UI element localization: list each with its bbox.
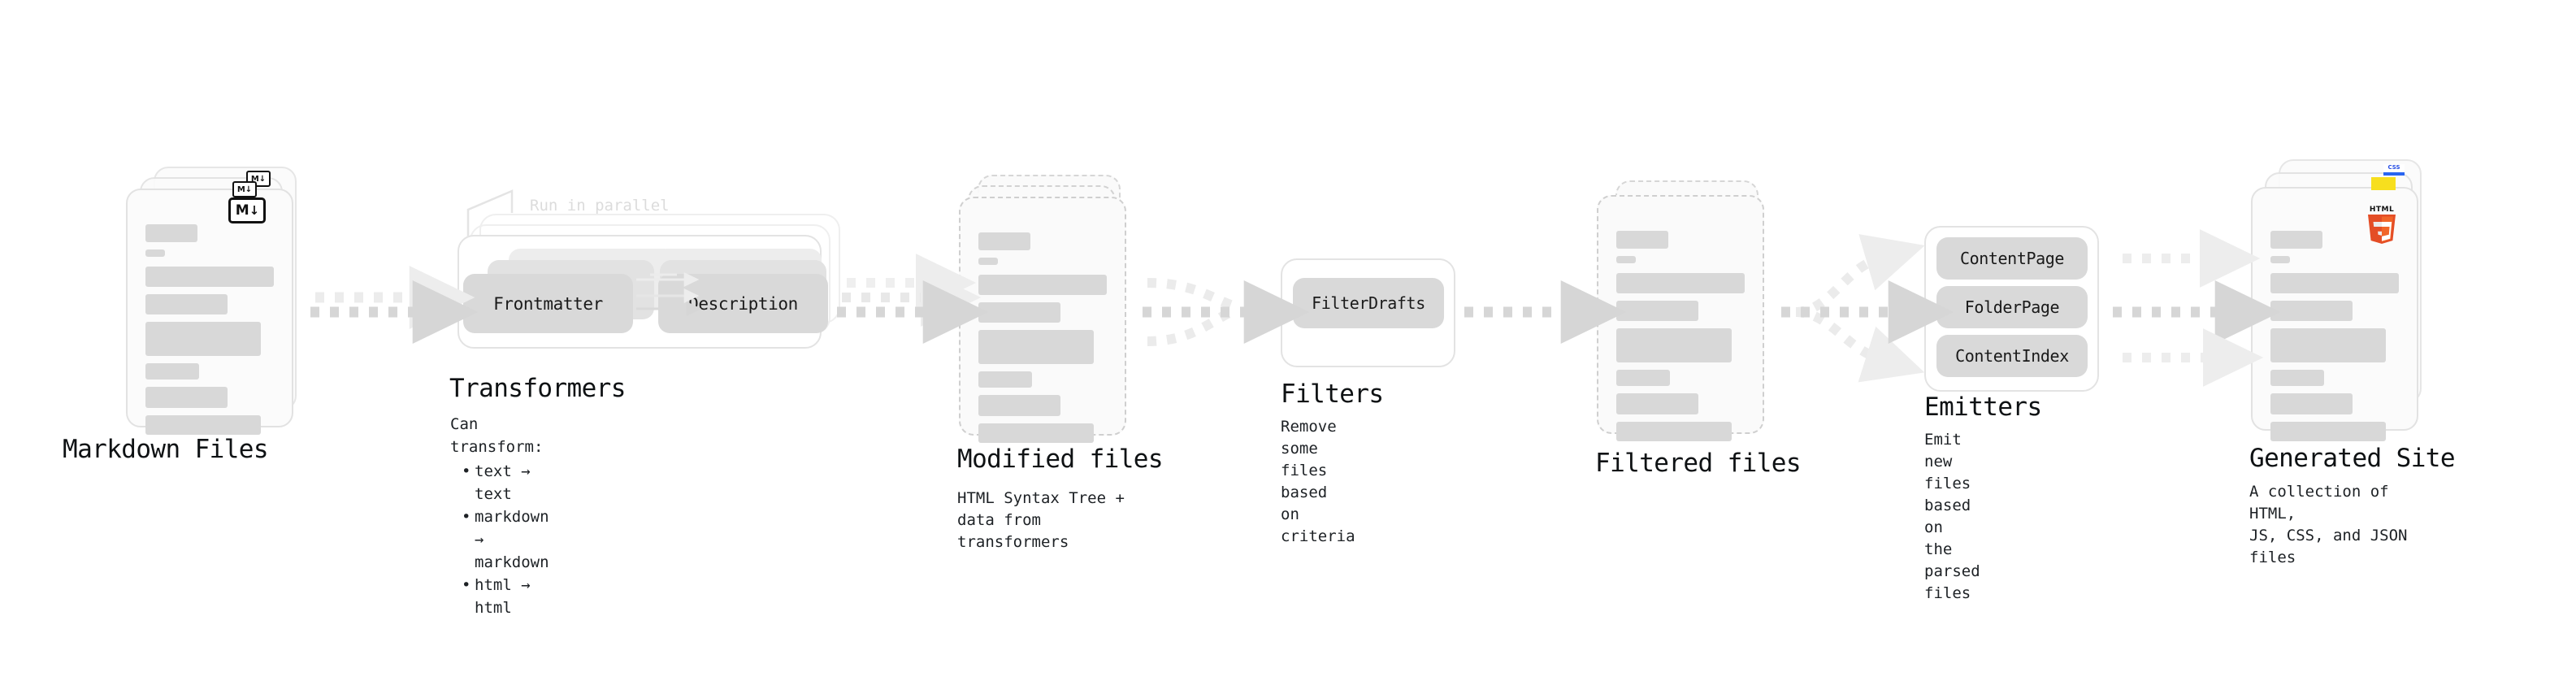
connector-transformers-to-modified <box>837 254 989 344</box>
transform-rule-html: html → html <box>462 574 549 619</box>
html5-icon-label: HTML <box>2369 206 2395 214</box>
generated-site-description: A collection of HTML, JS, CSS, and JSON … <box>2249 483 2408 566</box>
transform-rule-text: text → text <box>462 460 549 505</box>
markdown-icon: M↓ <box>228 197 266 223</box>
transformers-capabilities: Can transform: text → text markdown → ma… <box>450 413 549 619</box>
markdown-icon-mid: M↓ <box>232 181 257 197</box>
css3-icon-label: CSS <box>2387 164 2400 171</box>
modified-file-stack <box>959 175 1130 443</box>
stage-markdown-files: M↓ M↓ M↓ Markdown Files <box>63 167 297 464</box>
chip-folderpage[interactable]: FolderPage <box>1936 286 2088 328</box>
file-content-lines <box>1616 231 1745 449</box>
connector-emitters-to-site <box>2113 229 2281 387</box>
filters-description: Remove some files based on criteria <box>1281 418 1355 545</box>
connector-filtered-to-emitters <box>1781 234 1954 383</box>
stage-filtered-files: Filtered files <box>1595 180 1801 478</box>
file-content-lines <box>145 224 274 442</box>
run-in-parallel-note: Run in parallel <box>530 197 670 215</box>
emitters-description: Emit new files based on the parsed files <box>1924 431 1980 602</box>
chip-frontmatter[interactable]: Frontmatter <box>463 274 633 333</box>
html5-icon: HTML <box>2365 206 2399 245</box>
file-content-lines <box>2270 231 2399 449</box>
page-title-modified-files: Modified files <box>957 445 1163 474</box>
connector-modified-to-filters <box>1143 278 1310 346</box>
markdown-file-stack: M↓ M↓ M↓ <box>126 167 297 435</box>
page-title-emitters: Emitters <box>1924 393 2042 422</box>
page-title-filtered-files: Filtered files <box>1595 449 1801 478</box>
stage-generated-site: CSS HTML Generated Site A collection of … <box>2249 159 2455 566</box>
page-title-generated-site: Generated Site <box>2249 444 2455 473</box>
page-title-filters: Filters <box>1281 380 1384 409</box>
js-icon <box>2371 177 2396 190</box>
chip-filterdrafts[interactable]: FilterDrafts <box>1293 278 1444 328</box>
file-sheet-front <box>959 197 1126 443</box>
markdown-badge-letter: M <box>235 202 249 219</box>
markdown-badge-arrow: ↓ <box>249 202 260 218</box>
chip-contentpage[interactable]: ContentPage <box>1936 237 2088 280</box>
connector-markdown-to-transformers <box>310 266 479 344</box>
chip-description[interactable]: Description <box>658 274 828 333</box>
page-title-markdown-files: Markdown Files <box>63 435 268 464</box>
transform-rule-markdown: markdown → markdown <box>462 505 549 574</box>
filtered-file-stack <box>1597 180 1767 441</box>
page-title-transformers: Transformers <box>449 374 626 403</box>
file-sheet-front <box>1597 195 1764 441</box>
file-content-lines <box>978 232 1107 450</box>
modified-files-description: HTML Syntax Tree + data from transformer… <box>957 489 1125 551</box>
file-sheet-front <box>126 189 293 435</box>
generated-file-stack: CSS HTML <box>2251 159 2426 441</box>
chip-contentindex[interactable]: ContentIndex <box>1936 335 2088 377</box>
css3-icon: CSS <box>2383 164 2405 176</box>
transformers-lead: Can transform: <box>450 415 544 456</box>
stage-modified-files: Modified files HTML Syntax Tree + data f… <box>957 175 1163 551</box>
